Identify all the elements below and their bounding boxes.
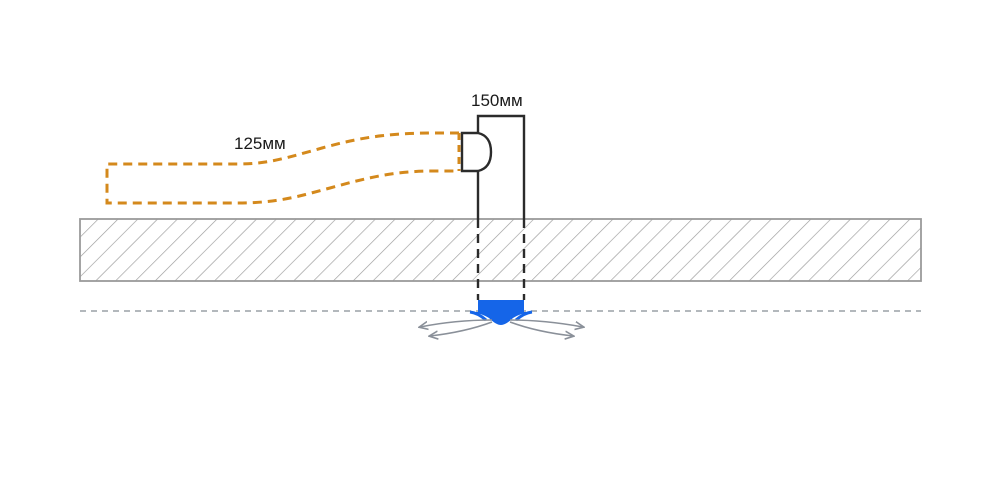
ceiling-diffuser-icon [469, 300, 533, 325]
flex-duct-size-label: 125мм [234, 134, 286, 153]
diffuser-left-lip [469, 310, 487, 322]
ceiling-slab [79, 218, 922, 282]
slab-outline [79, 218, 922, 282]
airflow-arrow-left-upper [420, 319, 493, 327]
vertical-duct [460, 114, 526, 300]
diffuser-neck [478, 300, 524, 312]
airflow-arrow-icon [420, 319, 583, 336]
slab-hatch-fill [80, 219, 921, 281]
vertical-duct-size-label: 150мм [471, 91, 523, 110]
airflow-arrow-right-lower [509, 321, 573, 336]
diffuser-right-lip [515, 310, 533, 322]
diffuser-body [472, 312, 530, 325]
airflow-arrow-left-lower [430, 321, 493, 336]
flex-duct [105, 131, 461, 205]
airflow-arrow-right-upper [509, 319, 583, 327]
duct-side-connector [460, 131, 493, 173]
